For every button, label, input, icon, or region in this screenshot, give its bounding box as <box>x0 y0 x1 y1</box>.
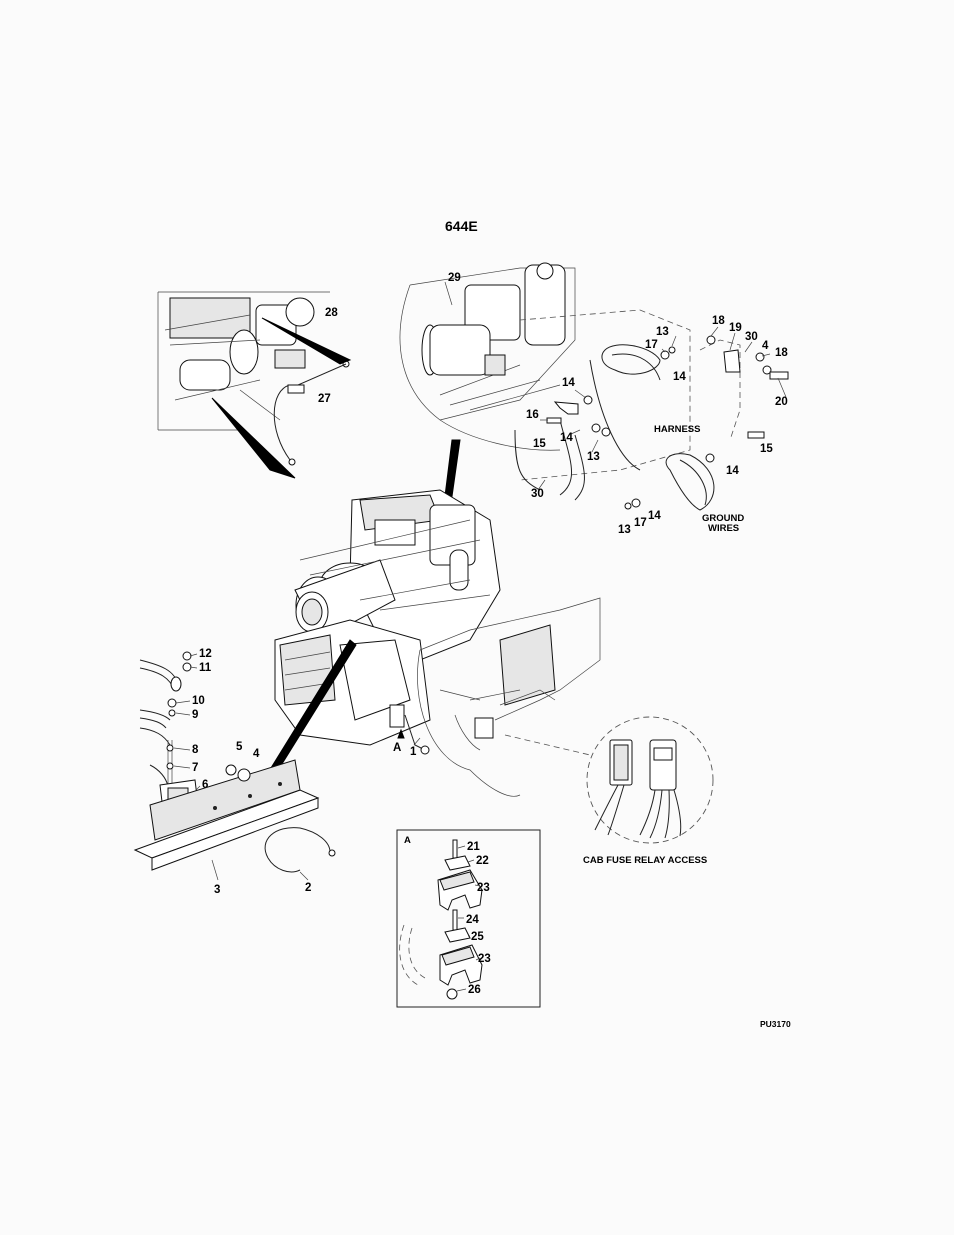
detail-a-label: A <box>404 835 411 846</box>
relay-cables-stack: 12 11 10 9 8 7 6 <box>139 648 212 811</box>
diagram-title: 644E <box>445 218 478 234</box>
callout-20: 20 <box>775 396 788 408</box>
callout-15: 15 <box>533 438 546 450</box>
callout-22: 22 <box>476 855 489 867</box>
callout-30: 30 <box>745 331 758 343</box>
callout-23: 23 <box>478 953 491 965</box>
callout-9: 9 <box>192 709 198 721</box>
callout-19: 19 <box>729 322 742 334</box>
callout-14: 14 <box>560 432 573 444</box>
callout-7: 7 <box>192 762 198 774</box>
callout-13: 13 <box>587 451 600 463</box>
callout-4: 4 <box>762 340 769 352</box>
callout-2: 2 <box>305 882 311 894</box>
detail-a-marker: A <box>393 742 401 754</box>
callout-23: 23 <box>477 882 490 894</box>
callout-12: 12 <box>199 648 212 660</box>
detail-a-box: A 21 22 23 24 25 23 26 <box>396 829 541 1008</box>
callout-30: 30 <box>531 488 544 500</box>
callout-27: 27 <box>318 393 331 405</box>
mounting-bracket: 5 4 3 <box>133 741 320 896</box>
callout-10: 10 <box>192 695 205 707</box>
callout-26: 26 <box>468 984 481 996</box>
cab-fuse-relay-access-label: CAB FUSE RELAY ACCESS <box>583 855 707 866</box>
callout-3: 3 <box>214 884 220 896</box>
ground-wires-label-line1: GROUND <box>702 513 744 524</box>
cab-body <box>417 597 601 797</box>
callout-18: 18 <box>712 315 725 327</box>
callout-16: 16 <box>526 409 539 421</box>
top-left-engine-detail: 28 27 <box>157 291 352 479</box>
top-right-circular-detail: 29 13 17 14 18 19 30 4 18 20 14 16 14 15… <box>399 262 789 536</box>
leader-pointer <box>211 397 296 479</box>
callout-1: 1 <box>410 746 417 758</box>
callout-14: 14 <box>648 510 661 522</box>
callout-4: 4 <box>253 748 260 760</box>
leader-pointer <box>261 317 352 365</box>
callout-21: 21 <box>467 841 480 853</box>
cab-fuse-relay-detail: CAB FUSE RELAY ACCESS <box>583 716 714 866</box>
callout-5: 5 <box>236 741 243 753</box>
callout-28: 28 <box>325 307 338 319</box>
callout-24: 24 <box>466 914 479 926</box>
callout-13: 13 <box>618 524 631 536</box>
callout-8: 8 <box>192 744 199 756</box>
callout-14: 14 <box>673 371 686 383</box>
callout-11: 11 <box>199 662 212 674</box>
callout-18: 18 <box>775 347 788 359</box>
callout-6: 6 <box>202 779 208 791</box>
harness-label: HARNESS <box>654 424 700 435</box>
callout-17: 17 <box>645 339 658 351</box>
callout-25: 25 <box>471 931 484 943</box>
callout-29: 29 <box>448 272 461 284</box>
callout-14: 14 <box>562 377 575 389</box>
callout-17: 17 <box>634 517 647 529</box>
callout-15: 15 <box>760 443 773 455</box>
callout-13: 13 <box>656 326 669 338</box>
cable-tie: 2 <box>264 827 336 894</box>
callout-14: 14 <box>726 465 739 477</box>
ground-wires-label-line2: WIRES <box>708 523 739 534</box>
drawing-code: PU3170 <box>760 1019 791 1029</box>
